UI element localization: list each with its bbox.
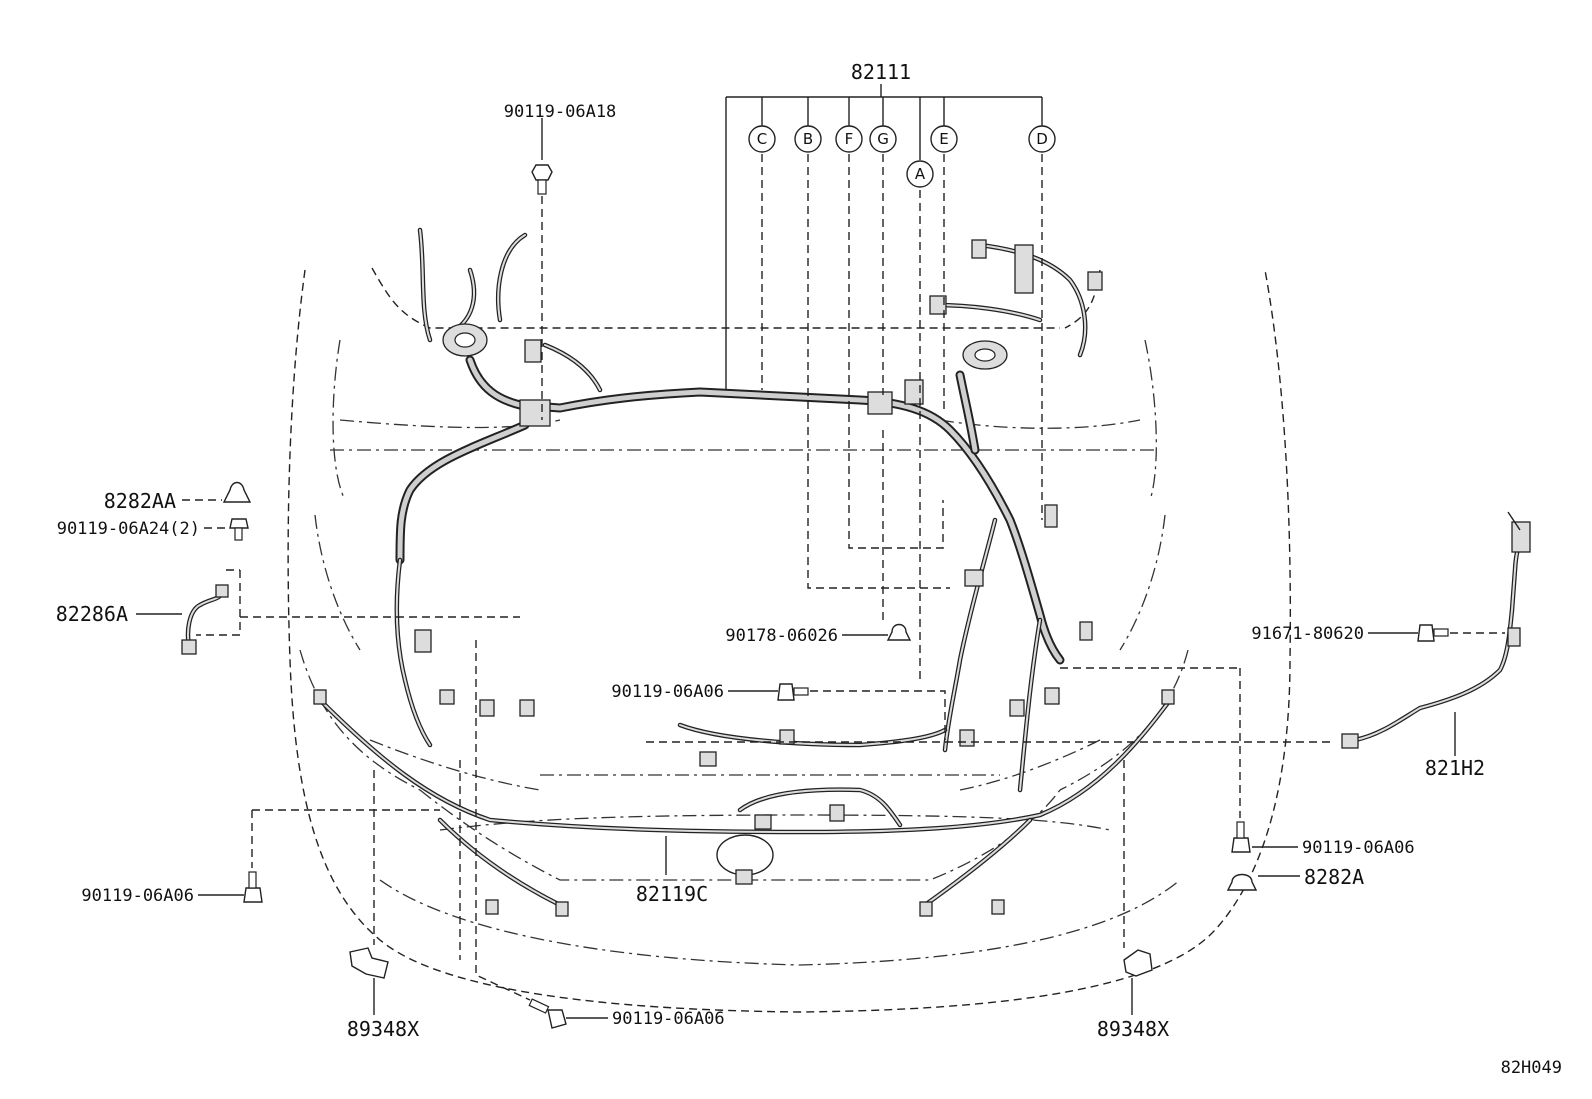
bolt-icon [528,998,567,1029]
label-bolt-bottom: 90119-06A06 [612,1009,725,1029]
leader-82111 [725,84,1043,680]
circle-ref-f [835,125,863,153]
label-wire-left: 82286A [56,602,128,626]
clip-icon [1226,873,1258,891]
label-bracket-left: 89348X [347,1017,419,1041]
bolt-icon [531,164,553,195]
bracket-icon [1123,949,1153,977]
circle-ref-g-label: G [877,130,889,148]
fasteners [136,118,1531,1029]
label-clip-left: 8282AA [104,489,176,513]
clip-icon [222,481,252,503]
part-labels: 82111 90119-06A18 8282AA 90119-06A24(2) … [56,60,1562,1078]
circle-ref-c [748,125,776,153]
circle-ref-b-label: B [803,130,813,148]
label-clamp-center: 90178-06026 [725,626,838,646]
label-sub-harness: 82119C [636,882,708,906]
circle-ref-c-label: C [757,130,767,148]
label-main-harness: 82111 [851,60,911,84]
circle-ref-b [794,125,822,153]
label-wire-right: 821H2 [1425,756,1485,780]
circle-ref-e-label: E [939,130,948,148]
circle-ref-a-label: A [915,165,926,183]
main-harness-82111 [394,227,1103,793]
clamp-icon [886,623,912,641]
circle-ref-e [930,125,958,153]
circle-ref-g [869,125,897,153]
circle-ref-d [1028,125,1056,153]
bolt-icon [243,871,263,903]
diagram-code: 82H049 [1501,1058,1562,1078]
label-bolt-center: 90119-06A06 [611,682,724,702]
label-bracket-right: 89348X [1097,1017,1169,1041]
circle-ref-f-label: F [845,130,854,148]
bracket-icon [349,947,389,979]
label-bolt-left: 90119-06A24(2) [57,519,200,539]
circle-refs: C B F G A E D [748,125,1056,188]
label-bolt-lower-left: 90119-06A06 [81,886,194,906]
bolt-icon [1417,624,1449,642]
circle-ref-a [906,160,934,188]
label-clip-right: 8282A [1304,865,1364,889]
bolt-icon [777,683,809,701]
label-bolt-right-top: 91671-80620 [1251,624,1364,644]
sub-harness-82119C [313,689,1175,917]
bolt-icon [229,518,249,541]
label-bolt-top: 90119-06A18 [504,102,617,122]
bolt-icon [1231,821,1251,853]
circle-ref-d-label: D [1036,130,1048,148]
label-bolt-right: 90119-06A06 [1302,838,1415,858]
